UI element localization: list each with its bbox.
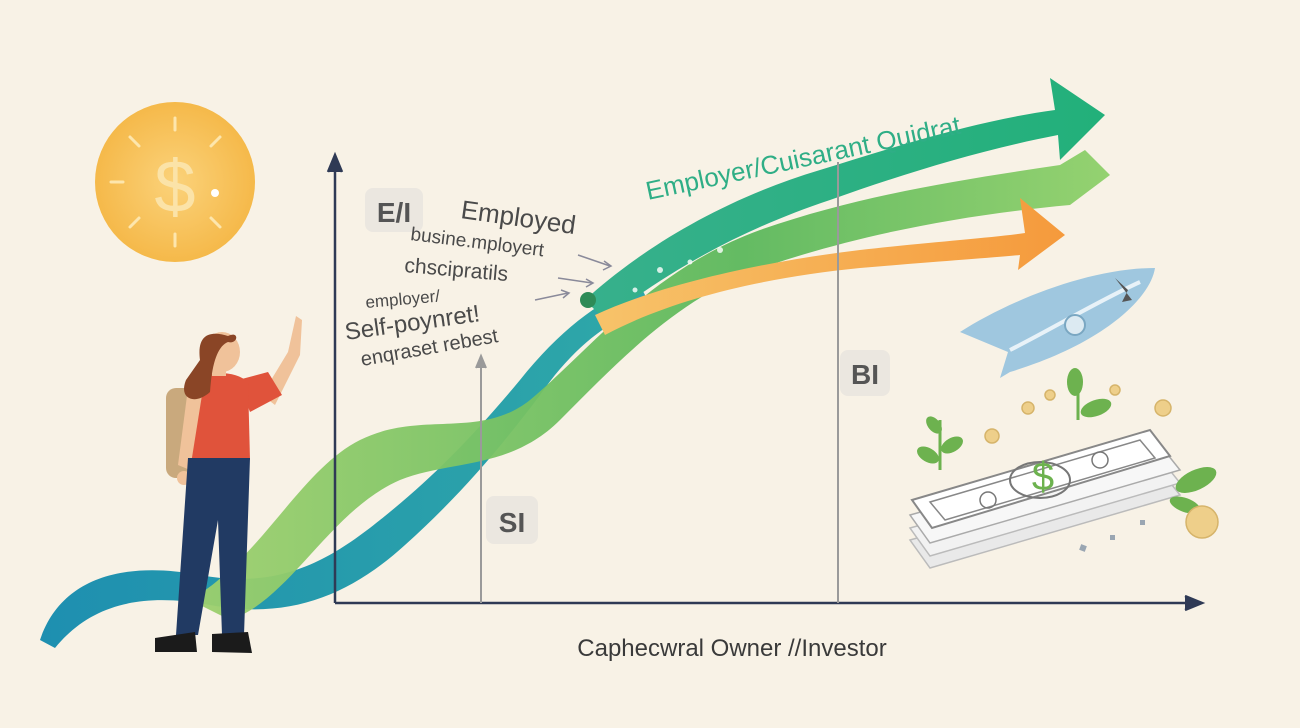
note-chscipratils: chscipratils	[404, 254, 509, 286]
svg-text:$: $	[154, 145, 195, 228]
quadrant-e-label: E/I	[365, 188, 423, 232]
quadrant-s-label: SI	[486, 496, 538, 544]
chart-axes	[326, 151, 1206, 612]
person-illustration	[155, 316, 302, 653]
svg-text:E/I: E/I	[377, 197, 411, 228]
svg-text:SI: SI	[499, 507, 525, 538]
band-glyphs	[632, 247, 723, 293]
note-pointer-arrows	[534, 254, 613, 301]
paper-plane-icon	[960, 268, 1155, 378]
green-wave-band	[190, 150, 1110, 620]
coin-icon	[984, 384, 1219, 539]
money-stack-icon: $	[908, 428, 1182, 569]
junction-dot	[580, 292, 596, 308]
debris-dots	[1079, 520, 1145, 552]
orange-growth-arrow	[595, 198, 1065, 335]
dollar-sun-icon: $	[95, 102, 255, 262]
emerald-growth-arrow	[585, 78, 1105, 320]
svg-text:BI: BI	[851, 359, 879, 390]
quadrant-dividers	[475, 162, 839, 603]
svg-text:$: $	[1032, 455, 1054, 499]
teal-wave-band	[40, 285, 650, 648]
quadrant-b-label: BI	[840, 350, 890, 396]
x-axis-label: Caphecwral Owner //Investor	[577, 635, 886, 662]
plant-sprout-icon	[917, 368, 1217, 514]
